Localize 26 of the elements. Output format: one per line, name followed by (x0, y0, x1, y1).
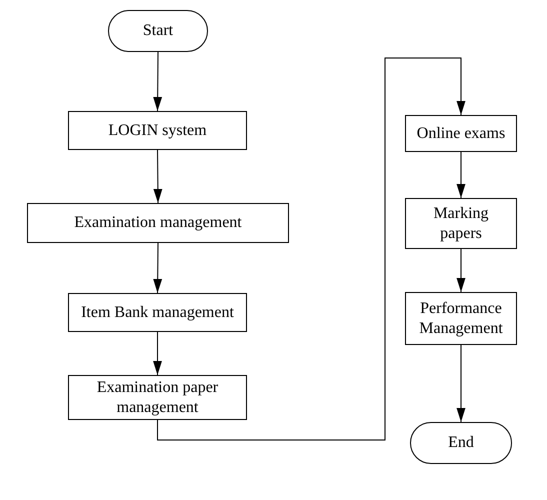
arrow (456, 344, 466, 422)
process-box (405, 115, 517, 152)
process-box (27, 203, 289, 243)
node-label: Online exams (416, 124, 506, 144)
process-box (68, 111, 247, 150)
process-box (405, 292, 517, 345)
process-box (68, 293, 247, 332)
node-label: Item Bank management (81, 302, 234, 322)
process-box (68, 375, 247, 420)
arrow (456, 152, 466, 198)
node-label: Examination paper management (96, 378, 220, 418)
end-terminal (410, 422, 512, 464)
node-label: Start (142, 21, 174, 41)
arrow (153, 242, 162, 294)
node-label: Performance Management (418, 298, 504, 338)
node-label: End (448, 433, 474, 453)
arrow (456, 248, 466, 292)
arrow (153, 332, 162, 376)
arrow (153, 150, 162, 204)
node-label: Examination management (74, 213, 242, 233)
node-label: LOGIN system (108, 120, 207, 140)
start-terminal (108, 10, 208, 52)
node-label: Marking papers (432, 204, 490, 244)
arrow (153, 52, 162, 112)
process-box (405, 198, 517, 249)
arrow (157, 58, 466, 440)
